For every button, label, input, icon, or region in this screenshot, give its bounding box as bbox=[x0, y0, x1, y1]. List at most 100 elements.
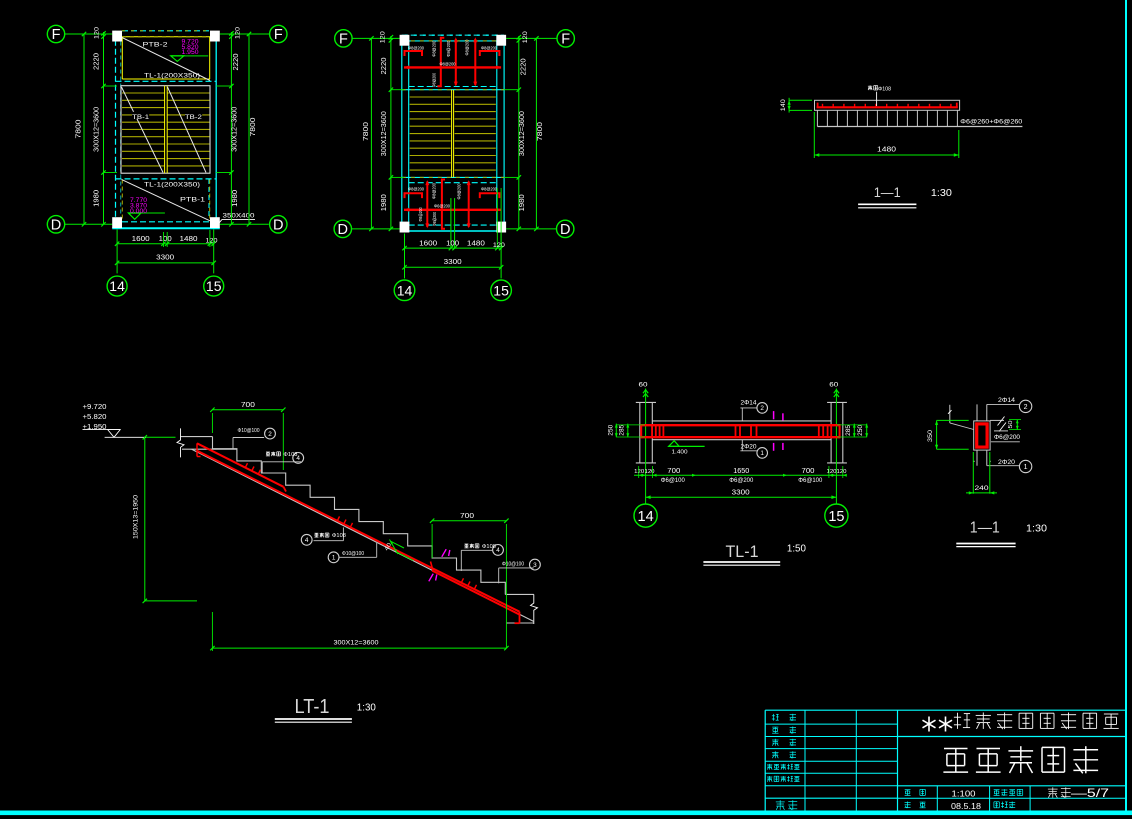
svg-text:Φ108: Φ108 bbox=[878, 87, 891, 93]
svg-text:2: 2 bbox=[268, 431, 272, 438]
svg-text:Φ6@260+Φ6@260: Φ6@260+Φ6@260 bbox=[960, 118, 1022, 125]
svg-text:1480: 1480 bbox=[180, 234, 198, 243]
svg-text:Φ8@200: Φ8@200 bbox=[431, 183, 437, 199]
svg-text:4: 4 bbox=[305, 537, 309, 544]
svg-text:1980: 1980 bbox=[230, 190, 239, 207]
svg-text:1600: 1600 bbox=[132, 234, 150, 243]
svg-text:1:50: 1:50 bbox=[787, 543, 806, 555]
svg-text:PTB-1: PTB-1 bbox=[180, 196, 205, 203]
svg-text:1.950: 1.950 bbox=[182, 50, 200, 56]
svg-text:120: 120 bbox=[522, 31, 529, 43]
svg-text:F: F bbox=[274, 27, 283, 43]
svg-text:120: 120 bbox=[827, 469, 837, 475]
svg-text:08.5.18: 08.5.18 bbox=[951, 802, 981, 811]
svg-text:350: 350 bbox=[927, 430, 934, 442]
svg-text:2Φ14: 2Φ14 bbox=[741, 399, 757, 406]
svg-text:2: 2 bbox=[760, 405, 764, 412]
svg-text:1:100: 1:100 bbox=[952, 790, 977, 799]
svg-text:5.820: 5.820 bbox=[182, 45, 200, 51]
svg-text:3.870: 3.870 bbox=[130, 204, 148, 210]
svg-text:1:30: 1:30 bbox=[931, 187, 952, 199]
svg-text:120: 120 bbox=[837, 469, 847, 475]
svg-text:Φ8@200: Φ8@200 bbox=[418, 207, 424, 221]
svg-text:60: 60 bbox=[829, 382, 839, 389]
svg-text:Φ6@200: Φ6@200 bbox=[434, 204, 450, 210]
svg-text:700: 700 bbox=[802, 468, 815, 475]
svg-text:2220: 2220 bbox=[92, 53, 101, 70]
svg-text:120: 120 bbox=[235, 27, 242, 39]
svg-text:1—1: 1—1 bbox=[970, 520, 1000, 537]
svg-text:2: 2 bbox=[1024, 404, 1028, 411]
svg-text:4: 4 bbox=[496, 547, 500, 554]
svg-text:1480: 1480 bbox=[877, 145, 896, 154]
svg-text:F: F bbox=[561, 32, 570, 48]
svg-text:Φ8@200: Φ8@200 bbox=[408, 187, 424, 193]
svg-text:700: 700 bbox=[241, 400, 255, 409]
svg-text:1—1: 1—1 bbox=[874, 185, 901, 200]
svg-text:120: 120 bbox=[94, 27, 101, 39]
svg-text:14: 14 bbox=[397, 282, 413, 298]
svg-text:700: 700 bbox=[460, 511, 474, 520]
svg-text:100: 100 bbox=[446, 239, 459, 248]
svg-text:2Φ20: 2Φ20 bbox=[741, 443, 757, 450]
svg-text:2Φ14: 2Φ14 bbox=[998, 397, 1015, 404]
svg-text:7800: 7800 bbox=[535, 122, 544, 141]
svg-text:D: D bbox=[560, 222, 570, 238]
svg-text:1: 1 bbox=[332, 555, 336, 562]
svg-text:0.000: 0.000 bbox=[130, 209, 148, 215]
svg-text:Φ8@200: Φ8@200 bbox=[432, 212, 438, 226]
svg-text:100: 100 bbox=[159, 234, 172, 243]
svg-text:Φ108: Φ108 bbox=[332, 533, 346, 539]
svg-text:9.720: 9.720 bbox=[182, 39, 200, 45]
svg-text:1980: 1980 bbox=[517, 194, 526, 211]
svg-text:120: 120 bbox=[206, 238, 218, 245]
svg-text:120: 120 bbox=[634, 469, 644, 475]
svg-text:Φ6@100: Φ6@100 bbox=[661, 477, 686, 484]
svg-text:7800: 7800 bbox=[248, 117, 257, 136]
svg-text:1:30: 1:30 bbox=[1026, 523, 1047, 535]
svg-text:140: 140 bbox=[780, 99, 787, 111]
svg-text:15: 15 bbox=[493, 282, 509, 298]
svg-text:300X12=3600: 300X12=3600 bbox=[517, 111, 526, 156]
svg-text:Φ8@200: Φ8@200 bbox=[481, 187, 497, 193]
svg-text:1980: 1980 bbox=[379, 194, 388, 211]
svg-text:D: D bbox=[273, 218, 283, 234]
svg-text:1980: 1980 bbox=[92, 190, 101, 207]
svg-text:2220: 2220 bbox=[518, 58, 527, 75]
svg-text:F: F bbox=[52, 27, 61, 43]
svg-text:Φ8@200: Φ8@200 bbox=[481, 46, 497, 52]
svg-text:150X13=1950: 150X13=1950 bbox=[132, 495, 139, 539]
svg-text:250: 250 bbox=[858, 424, 864, 436]
svg-text:300X12=3600: 300X12=3600 bbox=[334, 640, 379, 647]
svg-text:Φ6@200: Φ6@200 bbox=[729, 477, 754, 484]
svg-text:7800: 7800 bbox=[361, 122, 370, 141]
svg-text:Φ8@200: Φ8@200 bbox=[440, 62, 456, 68]
svg-text:3: 3 bbox=[533, 562, 537, 569]
svg-text:60: 60 bbox=[639, 382, 649, 389]
svg-text:350X400: 350X400 bbox=[223, 213, 255, 220]
svg-text:240: 240 bbox=[975, 485, 989, 492]
svg-text:F: F bbox=[339, 32, 348, 48]
svg-text:2Φ20: 2Φ20 bbox=[998, 459, 1015, 466]
svg-text:285: 285 bbox=[846, 424, 852, 436]
svg-text:Φ8@200: Φ8@200 bbox=[431, 73, 437, 87]
svg-text:300X12=3600: 300X12=3600 bbox=[379, 111, 388, 156]
svg-text:Φ8@200: Φ8@200 bbox=[431, 41, 437, 57]
svg-text:Φ6@200: Φ6@200 bbox=[994, 434, 1021, 441]
svg-text:120: 120 bbox=[379, 31, 386, 43]
svg-text:Φ8@200: Φ8@200 bbox=[408, 46, 424, 52]
svg-text:TB-2: TB-2 bbox=[185, 114, 202, 121]
svg-text:40: 40 bbox=[384, 542, 393, 552]
svg-text:3300: 3300 bbox=[444, 257, 462, 266]
svg-text:1480: 1480 bbox=[467, 239, 485, 248]
svg-text:Φ8@200: Φ8@200 bbox=[446, 41, 452, 57]
svg-text:120: 120 bbox=[493, 242, 505, 249]
svg-text:+1.950: +1.950 bbox=[83, 424, 107, 431]
svg-text:14: 14 bbox=[109, 278, 125, 294]
svg-text:14: 14 bbox=[638, 509, 654, 525]
svg-text:—5/7: —5/7 bbox=[1071, 786, 1109, 800]
svg-text:Φ108: Φ108 bbox=[283, 452, 297, 458]
svg-text:50: 50 bbox=[1008, 421, 1014, 429]
svg-text:D: D bbox=[51, 218, 61, 234]
svg-text:TL-1(200X350): TL-1(200X350) bbox=[144, 72, 200, 79]
